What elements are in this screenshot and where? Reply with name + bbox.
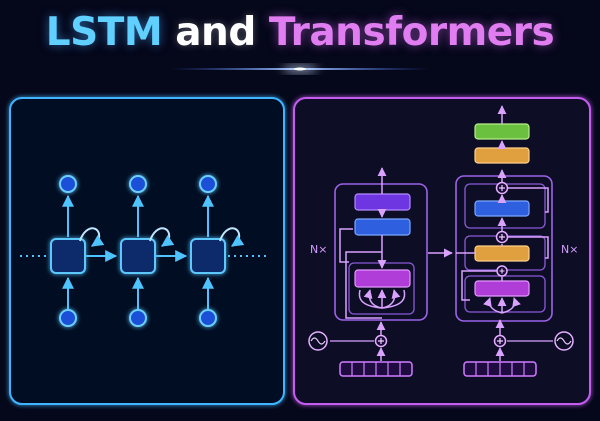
sine-wave-icon xyxy=(554,331,574,351)
encoder-stack: N× xyxy=(310,167,428,321)
title-flare xyxy=(170,66,430,72)
lstm-cell-1 xyxy=(50,227,105,274)
decoder-masked-attention-block xyxy=(474,280,530,297)
encoder-attention-block xyxy=(354,269,411,288)
title-lstm: LSTM xyxy=(45,10,163,55)
lstm-cell-2 xyxy=(120,227,175,274)
decoder-nx-label: N× xyxy=(561,243,578,256)
sine-wave-icon xyxy=(308,331,328,351)
decoder-feed-forward-block xyxy=(474,200,530,217)
decoder-stack: N× xyxy=(455,169,578,322)
self-loop-arrow-icon xyxy=(219,227,245,247)
page-title: LSTM and Transformers xyxy=(0,10,600,55)
title-and: and xyxy=(175,10,256,55)
encoder-feed-forward-block xyxy=(354,193,411,211)
decoder-input xyxy=(463,319,574,377)
encoder-nx-label: N× xyxy=(310,243,327,256)
lstm-panel xyxy=(9,97,285,405)
lstm-input-nodes xyxy=(59,309,217,327)
softmax-block xyxy=(474,123,530,140)
title-transformers: Transformers xyxy=(268,10,555,55)
lstm-cell-3 xyxy=(190,227,245,274)
linear-block xyxy=(474,147,530,164)
encoder-input xyxy=(308,321,413,377)
encoder-add-norm-block xyxy=(354,218,411,236)
self-loop-arrow-icon xyxy=(79,227,105,247)
lstm-vertical-arrows xyxy=(62,194,214,309)
decoder-output-head xyxy=(474,105,530,164)
lstm-output-nodes xyxy=(59,175,217,193)
transformer-panel: N× xyxy=(293,97,591,405)
decoder-cross-attention-block xyxy=(474,245,530,262)
self-loop-arrow-icon xyxy=(149,227,175,247)
